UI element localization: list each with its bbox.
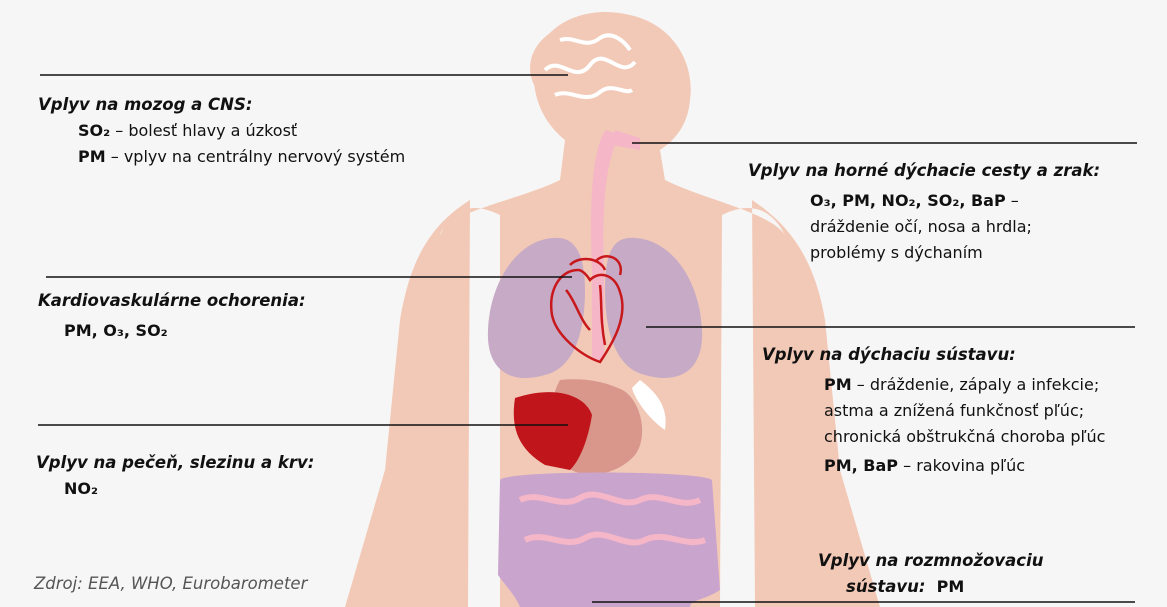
annotation-brain: Vplyv na mozog a CNS: SO₂ – bolesť hlavy…: [38, 92, 405, 170]
annotation-liver: Vplyv na pečeň, slezinu a krv: NO₂: [36, 450, 314, 502]
effect-text: – vplyv na centrálny nervový systém: [106, 147, 406, 166]
annotation-upper-airways-heading: Vplyv na horné dýchacie cesty a zrak:: [748, 158, 1100, 184]
annotation-reproductive-row: sústavu: PM: [846, 574, 1043, 600]
annotation-reproductive: Vplyv na rozmnožovaciu sústavu: PM: [818, 548, 1043, 600]
brain-icon: [530, 21, 650, 115]
effect-text: – rakovina pľúc: [898, 456, 1025, 475]
pollutant-label: PM: [937, 577, 965, 596]
pollutant-label: PM: [824, 375, 852, 394]
annotation-reproductive-heading-2: sústavu:: [846, 577, 926, 596]
annotation-respiratory-row-4: PM, BaP – rakovina pľúc: [824, 453, 1105, 479]
effect-text: –: [1006, 191, 1019, 210]
pollutant-label: O₃, PM, NO₂, SO₂, BaP: [810, 191, 1006, 210]
annotation-upper-airways-row-3: problémy s dýchaním: [810, 240, 1100, 266]
effect-text: – dráždenie, zápaly a infekcie;: [852, 375, 1100, 394]
annotation-cardio-heading: Kardiovaskulárne ochorenia:: [38, 288, 306, 314]
annotation-upper-airways: Vplyv na horné dýchacie cesty a zrak: O₃…: [748, 158, 1100, 266]
intestines-icon: [498, 473, 720, 607]
annotation-respiratory-row-1: PM – dráždenie, zápaly a infekcie;: [824, 372, 1105, 398]
annotation-cardio-pollutants: PM, O₃, SO₂: [64, 318, 306, 344]
annotation-liver-pollutants: NO₂: [64, 476, 314, 502]
annotation-upper-airways-row-1: O₃, PM, NO₂, SO₂, BaP –: [810, 188, 1100, 214]
annotation-liver-heading: Vplyv na pečeň, slezinu a krv:: [36, 450, 314, 476]
annotation-brain-heading: Vplyv na mozog a CNS:: [38, 92, 405, 118]
annotation-brain-row-1: SO₂ – bolesť hlavy a úzkosť: [78, 118, 405, 144]
annotation-brain-row-2: PM – vplyv na centrálny nervový systém: [78, 144, 405, 170]
pollutant-label: SO₂: [78, 121, 110, 140]
source-caption: Zdroj: EEA, WHO, Eurobarometer: [34, 574, 307, 593]
pollutant-label: PM, BaP: [824, 456, 898, 475]
annotation-cardio: Kardiovaskulárne ochorenia: PM, O₃, SO₂: [38, 288, 306, 344]
annotation-respiratory: Vplyv na dýchaciu sústavu: PM – dráždeni…: [762, 342, 1105, 479]
annotation-respiratory-heading: Vplyv na dýchaciu sústavu:: [762, 342, 1105, 368]
annotation-respiratory-row-2: astma a znížená funkčnosť pľúc;: [824, 398, 1105, 424]
annotation-respiratory-row-3: chronická obštrukčná choroba pľúc: [824, 424, 1105, 450]
annotation-upper-airways-row-2: dráždenie očí, nosa a hrdla;: [810, 214, 1100, 240]
effect-text: – bolesť hlavy a úzkosť: [110, 121, 297, 140]
annotation-reproductive-heading-1: Vplyv na rozmnožovaciu: [818, 548, 1043, 574]
pollutant-label: PM: [78, 147, 106, 166]
